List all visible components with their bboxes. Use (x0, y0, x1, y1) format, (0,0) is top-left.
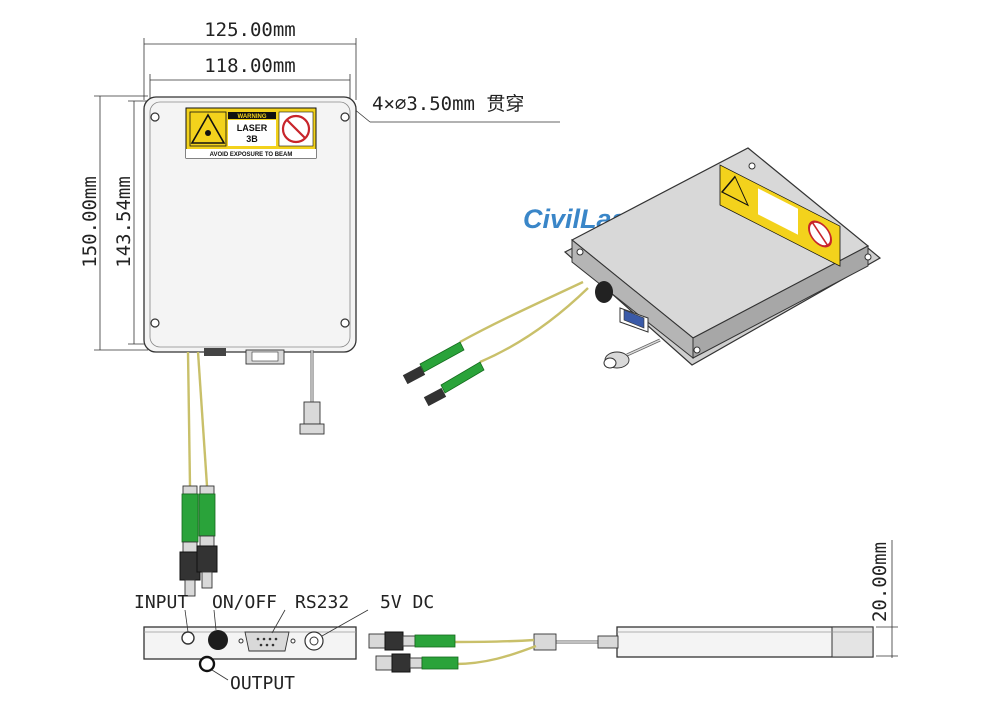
power-socket-top (204, 348, 226, 356)
svg-text:LASER: LASER (237, 123, 268, 133)
laser-warning-label: WARNING LASER 3B AVOID EXPOSURE TO BEAM (185, 107, 317, 159)
fiber-output-top (196, 351, 209, 487)
fiber-input-iso (459, 280, 584, 344)
fiber-connector-input-top (179, 485, 201, 597)
power-label: 5V DC (380, 592, 434, 613)
input-label: INPUT (134, 592, 188, 613)
fiber-connector-output-side (375, 653, 459, 673)
input-port (181, 631, 195, 645)
laser-hazard-icon (190, 113, 226, 144)
inner-width-label: 118.00mm (204, 55, 296, 77)
svg-text:WARNING: WARNING (238, 114, 267, 120)
fiber-input-side (454, 638, 535, 644)
rs232-port (244, 631, 290, 652)
output-label: OUTPUT (230, 673, 295, 694)
power-plug-top (303, 401, 321, 425)
fiber-splitter (533, 633, 557, 651)
fiber-output-side (454, 644, 537, 666)
isometric-view: CivilLaser (402, 147, 882, 407)
front-view: INPUT ON/OFF RS232 5V DC OUTPUT (134, 592, 434, 694)
mount-holes (150, 112, 350, 328)
outer-width-label: 125.00mm (204, 19, 296, 41)
fiber-output-iso (479, 287, 589, 364)
side-view: 20.00mm (368, 540, 898, 673)
fiber-input-top (186, 351, 192, 487)
mount-hole-label: 4×∅3.50mm 贯穿 (372, 93, 524, 115)
on-off-button (208, 630, 228, 650)
top-view: 125.00mm 118.00mm 150.00mm 143.54mm 4×∅3… (79, 19, 560, 597)
svg-text:AVOID EXPOSURE TO BEAM: AVOID EXPOSURE TO BEAM (210, 152, 293, 158)
fiber-connector-input-iso (402, 341, 465, 385)
outer-height-label: 150.00mm (79, 176, 101, 268)
output-port (198, 655, 216, 673)
fiber-connector-output-iso (423, 361, 485, 407)
no-eye-icon (281, 114, 311, 144)
on-off-button-iso (595, 281, 613, 303)
svg-text:3B: 3B (246, 134, 258, 144)
inner-height-label: 143.54mm (113, 176, 135, 268)
laser-warning-label-iso (719, 164, 841, 267)
on-off-label: ON/OFF (212, 592, 277, 613)
thickness-label: 20.00mm (869, 542, 891, 622)
rs232-label: RS232 (295, 592, 349, 613)
fiber-connector-input-side (368, 631, 456, 651)
fiber-connector-output-top (196, 485, 218, 589)
